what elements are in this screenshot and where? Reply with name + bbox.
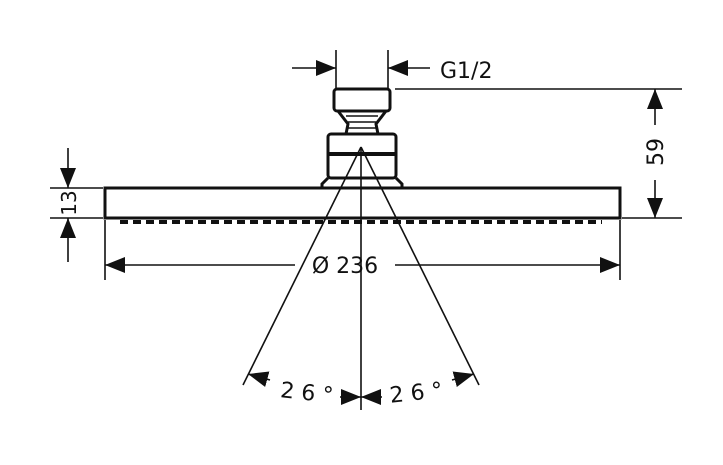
dimension-lines [50,50,682,410]
angle-arrow-right-outer [451,371,475,387]
angle-right-label: 2 6 ° [389,378,444,408]
shower-head-body [103,87,622,224]
height-label: 59 [644,138,669,166]
spray-line-right [360,146,480,386]
thread-label: G1/2 [440,59,492,84]
thickness-label: 13 [57,190,81,215]
shower-plate [103,186,622,220]
spray-line-left [242,146,362,386]
angle-arrow-left-outer [247,371,271,387]
diameter-label: Ø 236 [312,254,378,279]
angle-left-label: 2 6 ° [279,378,334,408]
connector-neck [336,110,388,135]
connector-cap [332,87,392,113]
